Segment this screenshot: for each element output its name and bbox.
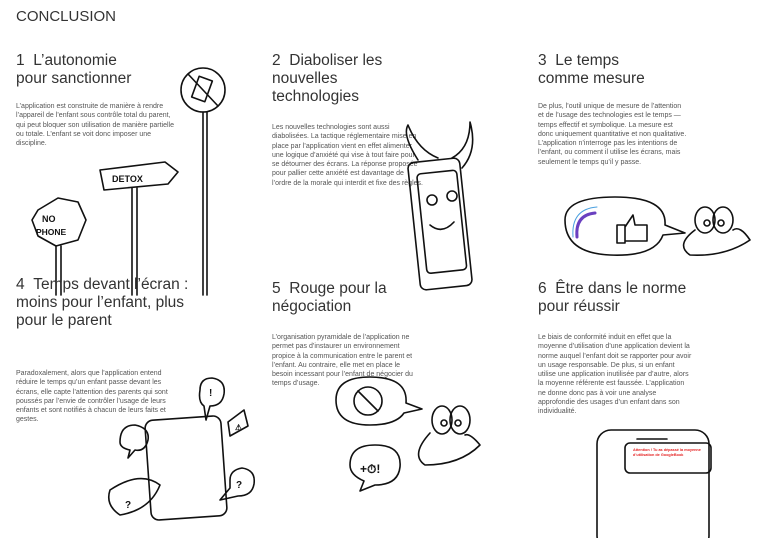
section-heading: 6 Être dans le norme pour réussir: [538, 280, 687, 315]
section-4-text: Paradoxalement, alors que l’application …: [16, 370, 168, 424]
section-heading: 4 Temps devant l’écran : moins pour l’en…: [16, 276, 189, 329]
svg-text:NO: NO: [42, 214, 56, 224]
svg-text:?: ?: [236, 480, 242, 491]
section-1: 1 L’autonomie pour sanctionner: [16, 52, 146, 88]
svg-text:!: !: [209, 388, 212, 399]
section-heading: 2 Diaboliser les nouvelles technologies: [272, 52, 383, 105]
timer-speech-illustration: [564, 196, 751, 257]
section-heading: 5 Rouge pour la négociation: [272, 280, 387, 315]
svg-text:DETOX: DETOX: [112, 174, 143, 184]
section-6-text: Le biais de conformité induit en effet q…: [538, 334, 692, 416]
section-4: 4 Temps devant l’écran : moins pour l’en…: [16, 276, 216, 330]
section-3-text: De plus, l’outil unique de mesure de l’a…: [538, 103, 687, 166]
svg-text:+⏱!: +⏱!: [360, 462, 380, 476]
negotiation-illustration: +⏱!: [335, 376, 481, 492]
usage-alert-message: Attention ! Tu as dépassé la moyenne d’u…: [633, 448, 701, 457]
svg-text:?: ?: [125, 500, 131, 511]
section-6: 6 Être dans le norme pour réussir: [538, 280, 698, 316]
notifications-phone-illustration: ! ⚠ ? ?: [107, 377, 256, 521]
section-2-text: Les nouvelles technologies sont aussi di…: [272, 124, 423, 187]
section-heading: 3 Le temps comme mesure: [538, 52, 645, 87]
section-5: 5 Rouge pour la négociation: [272, 280, 432, 316]
section-heading: 1 L’autonomie pour sanctionner: [16, 52, 132, 87]
section-5-text: L’organisation pyramidale de l’applicati…: [272, 334, 413, 388]
section-1-text: L’application est construite de manière …: [16, 103, 174, 148]
norm-alert-phone-illustration: [596, 429, 712, 538]
page-title: CONCLUSION: [16, 8, 117, 25]
svg-text:PHONE: PHONE: [36, 227, 67, 237]
devil-phone-illustration: [405, 121, 474, 291]
section-2: 2 Diaboliser les nouvelles technologies: [272, 52, 402, 106]
section-3: 3 Le temps comme mesure: [538, 52, 668, 88]
no-phone-signs-illustration: DETOX NO PHONE: [31, 67, 226, 296]
svg-text:⚠: ⚠: [235, 423, 242, 432]
